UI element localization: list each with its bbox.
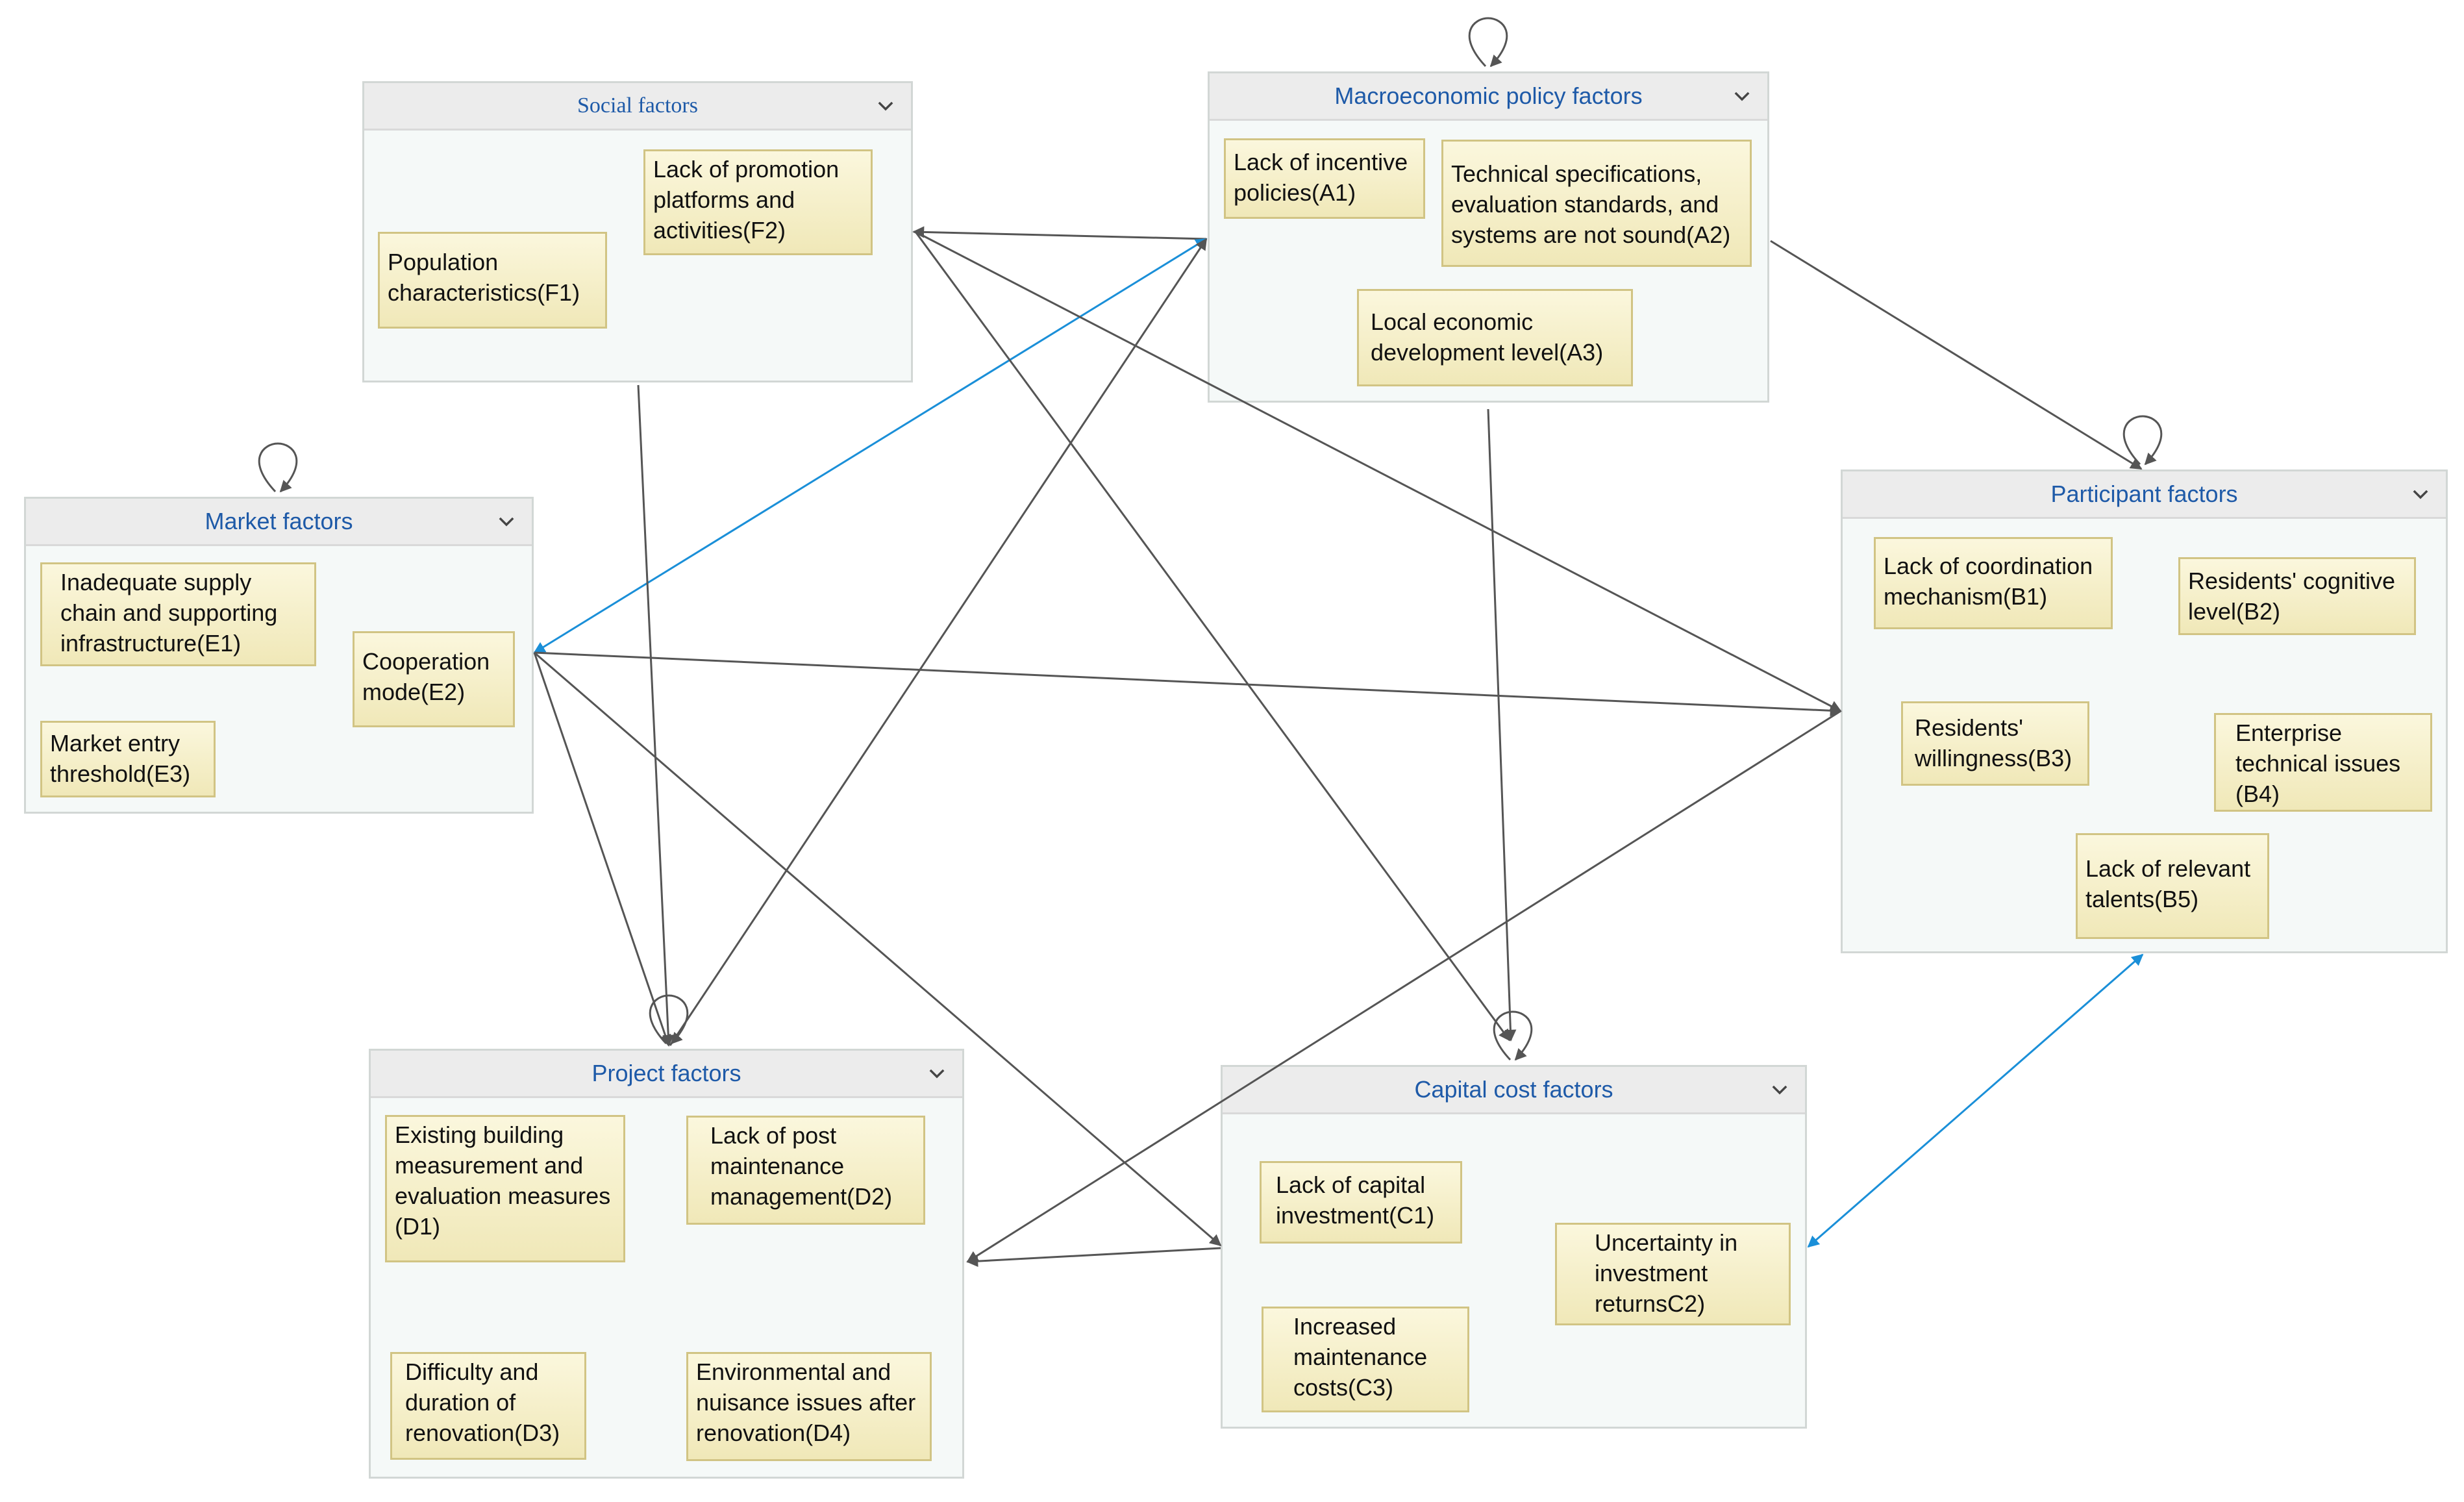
node-c1[interactable]: Lack of capital investment(C1) [1260, 1161, 1462, 1244]
node-a1[interactable]: Lack of incentive policies(A1) [1224, 138, 1425, 219]
group-title: Participant factors [2050, 481, 2238, 507]
node-d2[interactable]: Lack of post maintenance management(D2) [686, 1116, 925, 1225]
self-loop-icon-macro [1468, 17, 1508, 68]
edge-capital-to-participant [1807, 953, 2144, 1248]
node-d3[interactable]: Difficulty and duration of renovation(D3… [390, 1352, 586, 1460]
self-loop-icon-capital [1493, 1010, 1533, 1061]
node-a2[interactable]: Technical specifications, evaluation sta… [1441, 140, 1752, 267]
node-b1[interactable]: Lack of coordination mechanism(B1) [1874, 537, 2113, 629]
group-header[interactable]: Market factors [26, 499, 532, 546]
node-a3[interactable]: Local economic development level(A3) [1357, 289, 1633, 386]
group-title: Social factors [577, 94, 698, 118]
self-loop-icon-project [649, 994, 689, 1045]
group-title: Market factors [205, 508, 353, 534]
edge-macro-to-social [912, 226, 1207, 240]
edge-market-to-participant [534, 651, 1842, 717]
self-loop-icon-market [258, 442, 298, 493]
group-title: Capital cost factors [1414, 1076, 1613, 1103]
chevron-down-icon[interactable] [1731, 85, 1753, 107]
node-b3[interactable]: Residents' willingness(B3) [1901, 701, 2089, 786]
chevron-down-icon[interactable] [875, 95, 897, 117]
edge-macro-to-participant [1770, 240, 2143, 470]
chevron-down-icon[interactable] [1769, 1079, 1791, 1101]
edge-social-to-project [637, 384, 675, 1047]
node-e1[interactable]: Inadequate supply chain and supporting i… [40, 562, 316, 666]
chevron-down-icon[interactable] [495, 510, 517, 532]
group-title: Macroeconomic policy factors [1334, 82, 1643, 109]
node-c3[interactable]: Increased maintenance costs(C3) [1262, 1307, 1469, 1412]
node-e3[interactable]: Market entry threshold(E3) [40, 721, 216, 797]
group-header[interactable]: Participant factors [1843, 471, 2446, 519]
node-f2[interactable]: Lack of promotion platforms and activiti… [643, 149, 873, 255]
group-header[interactable]: Project factors [371, 1051, 962, 1098]
self-loop-icon-participant [2122, 415, 2163, 466]
node-f1[interactable]: Population characteristics(F1) [378, 232, 607, 329]
chevron-down-icon[interactable] [2409, 483, 2432, 505]
group-header[interactable]: Capital cost factors [1223, 1067, 1805, 1114]
group-title: Project factors [591, 1060, 741, 1086]
node-b4[interactable]: Enterprise technical issues (B4) [2214, 713, 2432, 812]
node-e2[interactable]: Cooperation mode(E2) [353, 631, 515, 727]
edge-capital-to-project [966, 1247, 1221, 1268]
edge-market-to-project [533, 652, 671, 1047]
group-header[interactable]: Macroeconomic policy factors [1210, 73, 1767, 121]
group-header[interactable]: Social factors [364, 83, 911, 131]
node-b2[interactable]: Residents' cognitive level(B2) [2178, 557, 2416, 635]
node-d4[interactable]: Environmental and nuisance issues after … [686, 1352, 932, 1461]
node-b5[interactable]: Lack of relevant talents(B5) [2076, 833, 2269, 939]
edge-macro-to-capital [1487, 408, 1517, 1042]
node-c2[interactable]: Uncertainty in investment returnsC2) [1555, 1223, 1791, 1325]
chevron-down-icon[interactable] [926, 1062, 948, 1084]
node-d1[interactable]: Existing building measurement and evalua… [385, 1115, 625, 1262]
